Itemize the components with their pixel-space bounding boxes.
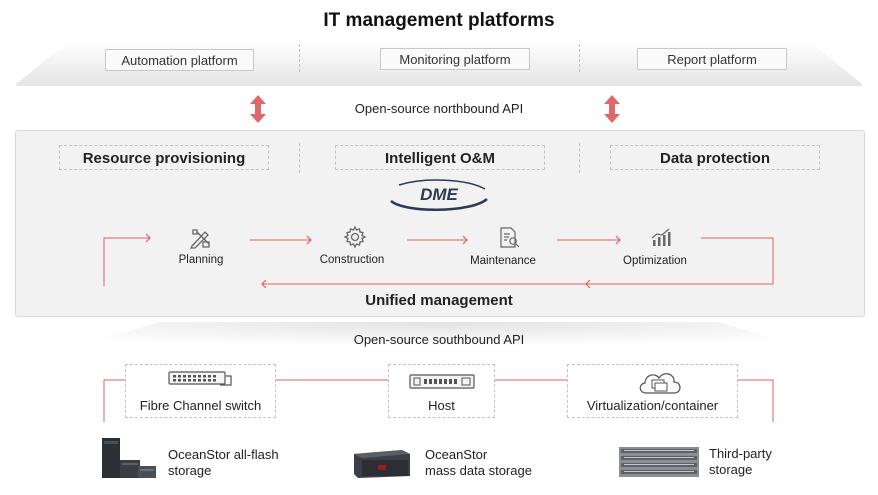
mass-storage-line1: OceanStor	[425, 447, 488, 462]
host-label: Host	[428, 398, 455, 413]
double-arrow-icon	[250, 95, 266, 123]
thirdparty-storage-icon	[619, 447, 699, 477]
mass-storage-icon	[354, 450, 410, 478]
southbound-band	[18, 322, 860, 364]
step-optimization-label: Optimization	[623, 255, 687, 267]
thirdparty-storage-line2: storage	[709, 462, 753, 477]
thirdparty-storage-line1: Third-party	[709, 446, 772, 461]
switch-icon	[168, 371, 232, 386]
host-box: Host	[388, 364, 495, 418]
fc-switch-label: Fibre Channel switch	[139, 398, 262, 413]
gear-icon	[343, 225, 367, 249]
allflash-storage-icon	[102, 438, 156, 478]
thirdparty-storage-label: Third-party storage	[709, 446, 772, 478]
diagram-title: IT management platforms	[323, 10, 555, 31]
virtualization-label: Virtualization/container	[586, 398, 719, 413]
mass-storage-label: OceanStor mass data storage	[425, 447, 532, 479]
virtualization-box: Virtualization/container	[567, 364, 738, 418]
allflash-storage-line1: OceanStor all-flash	[168, 447, 279, 462]
automation-platform-box: Automation platform	[105, 49, 254, 71]
mass-storage-line2: mass data storage	[425, 463, 532, 478]
southbound-api-label: Open-source southbound API	[353, 332, 525, 347]
resource-provisioning-box: Resource provisioning	[59, 145, 269, 170]
unified-management-label: Unified management	[365, 292, 513, 309]
monitoring-platform-box: Monitoring platform	[380, 48, 530, 70]
document-search-icon	[500, 227, 520, 248]
dme-logo-text: DME	[420, 185, 458, 204]
northbound-api-label: Open-source northbound API	[354, 101, 524, 116]
cloud-icon	[639, 373, 681, 394]
allflash-storage-label: OceanStor all-flash storage	[168, 447, 279, 479]
allflash-storage-line2: storage	[168, 463, 212, 478]
platform-divider	[579, 44, 580, 72]
capability-divider	[299, 143, 300, 173]
report-platform-box: Report platform	[637, 48, 787, 70]
step-construction-label: Construction	[319, 254, 385, 266]
platform-divider	[299, 44, 300, 72]
capability-divider	[579, 143, 580, 173]
server-icon	[409, 374, 475, 389]
step-maintenance-label: Maintenance	[470, 255, 536, 267]
dme-logo: DME	[390, 179, 488, 211]
dme-panel	[15, 130, 865, 317]
intelligent-om-box: Intelligent O&M	[335, 145, 545, 170]
data-protection-box: Data protection	[610, 145, 820, 170]
step-planning-label: Planning	[178, 254, 224, 266]
fc-switch-box: Fibre Channel switch	[125, 364, 276, 418]
double-arrow-icon	[604, 95, 620, 123]
bar-chart-icon	[651, 228, 671, 246]
planning-icon	[189, 229, 210, 249]
